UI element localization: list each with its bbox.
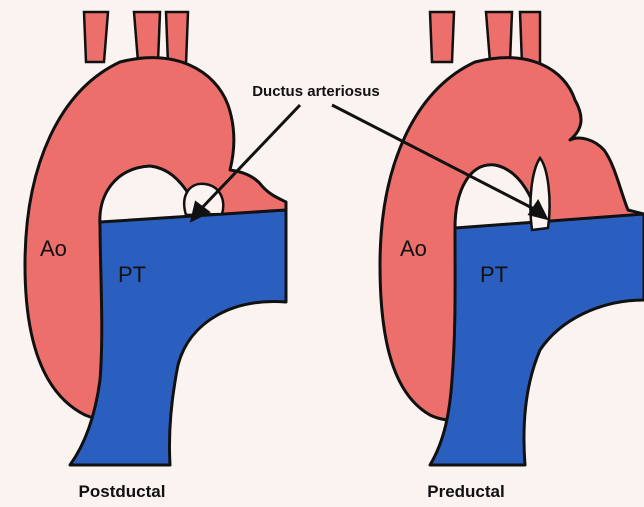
postductal-caption: Postductal <box>79 482 166 501</box>
preductal-caption: Preductal <box>427 482 504 501</box>
left-pt-label: PT <box>118 262 146 287</box>
right-head-vessels <box>430 12 540 64</box>
right-pt-label: PT <box>480 262 508 287</box>
ductus-label: Ductus arteriosus <box>252 83 380 100</box>
left-aorta-label: Ao <box>40 236 67 261</box>
right-aorta-label: Ao <box>400 236 427 261</box>
right-pulmonary-trunk <box>430 214 644 465</box>
left-pulmonary-trunk <box>70 210 286 465</box>
left-head-vessels <box>84 12 188 64</box>
